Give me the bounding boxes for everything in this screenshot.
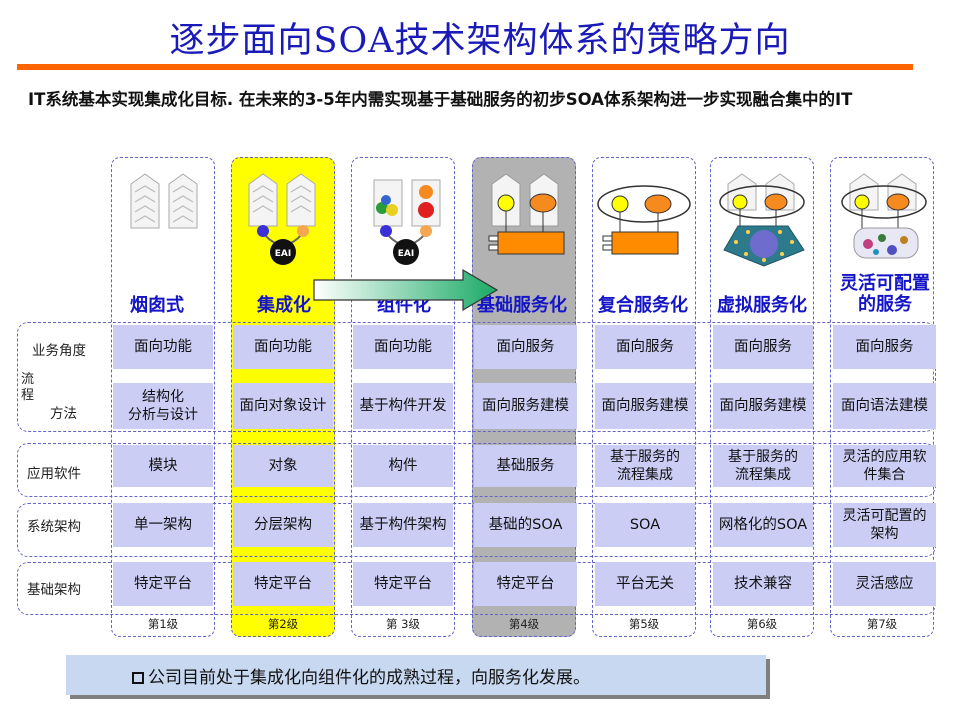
cell-c4-system: 基础的SOA xyxy=(474,503,577,547)
cell-c4-method: 面向服务建模 xyxy=(474,383,577,429)
row-label-infra-arch: 基础架构 xyxy=(27,578,81,598)
cell-c1-method: 结构化 分析与设计 xyxy=(113,383,213,429)
cell-c6-business: 面向服务 xyxy=(713,325,813,369)
level-label-4: 第4级 xyxy=(472,616,576,632)
cell-c5-infra: 平台无关 xyxy=(595,562,695,606)
eai-label: EAI xyxy=(398,249,414,259)
building-icon xyxy=(127,170,207,230)
cell-c2-business: 面向功能 xyxy=(233,325,333,369)
level-label-3: 第 3级 xyxy=(351,616,455,632)
flexible-service-icon xyxy=(840,170,930,266)
column-header-5: 复合服务化 xyxy=(583,295,703,316)
column-header-1: 烟囱式 xyxy=(97,295,217,316)
title-divider xyxy=(17,64,913,70)
cell-c4-software: 基础服务 xyxy=(474,445,577,487)
service-bar-icon xyxy=(486,170,570,260)
row-label-method: 方法 xyxy=(50,402,77,422)
summary-note: 公司目前处于集成化向组件化的成熟过程，向服务化发展。 xyxy=(66,655,766,695)
row-label-software: 应用软件 xyxy=(27,462,81,482)
component-icon: EAI xyxy=(368,170,448,270)
cell-c1-software: 模块 xyxy=(113,445,213,487)
column-header-7: 灵活可配置 的服务 xyxy=(825,273,945,315)
cell-c7-software: 灵活的应用软 件集合 xyxy=(833,445,936,487)
cell-c7-system: 灵活可配置的 架构 xyxy=(833,503,936,547)
service-node-icon xyxy=(596,172,692,260)
row-label-system-arch: 系统架构 xyxy=(27,515,81,535)
cell-c2-infra: 特定平台 xyxy=(233,562,333,606)
row-label-process: 流程 xyxy=(21,372,35,404)
page-title: 逐步面向SOA技术架构体系的策略方向 xyxy=(0,12,960,63)
cell-c6-system: 网格化的SOA xyxy=(713,503,813,547)
cell-c5-method: 面向服务建模 xyxy=(595,383,695,429)
column-header-6: 虚拟服务化 xyxy=(702,295,822,316)
level-label-2: 第2级 xyxy=(231,616,335,632)
cell-c3-method: 基于构件开发 xyxy=(353,383,453,429)
cell-c1-business: 面向功能 xyxy=(113,325,213,369)
cell-c2-method: 面向对象设计 xyxy=(233,383,333,429)
cell-c5-software: 基于服务的 流程集成 xyxy=(595,445,695,487)
grid-globe-icon xyxy=(718,170,808,268)
cell-c3-software: 构件 xyxy=(353,445,453,487)
summary-note-text: 公司目前处于集成化向组件化的成熟过程，向服务化发展。 xyxy=(148,668,590,688)
cell-c6-method: 面向服务建模 xyxy=(713,383,813,429)
level-label-7: 第7级 xyxy=(830,616,934,632)
cell-c4-infra: 特定平台 xyxy=(474,562,577,606)
cell-c5-system: SOA xyxy=(595,503,695,547)
cell-c3-business: 面向功能 xyxy=(353,325,453,369)
level-label-6: 第6级 xyxy=(710,616,814,632)
row-label-business: 业务角度 xyxy=(32,339,86,359)
cell-c3-infra: 特定平台 xyxy=(353,562,453,606)
cell-c2-system: 分层架构 xyxy=(233,503,333,547)
subtitle: IT系统基本实现集成化目标. 在未来的3-5年内需实现基于基础服务的初步SOA体… xyxy=(28,88,938,111)
arrow-right-icon xyxy=(313,268,499,312)
cell-c7-infra: 灵活感应 xyxy=(833,562,936,606)
level-label-1: 第1级 xyxy=(111,616,215,632)
level-label-5: 第5级 xyxy=(592,616,696,632)
cell-c7-method: 面向语法建模 xyxy=(833,383,936,429)
checkbox-icon xyxy=(132,672,144,684)
cell-c4-business: 面向服务 xyxy=(474,325,577,369)
cell-c1-system: 单一架构 xyxy=(113,503,213,547)
cell-c2-software: 对象 xyxy=(233,445,333,487)
cell-c6-infra: 技术兼容 xyxy=(713,562,813,606)
cell-c3-system: 基于构件架构 xyxy=(353,503,453,547)
eai-bus-icon: EAI xyxy=(245,170,325,270)
cell-c7-business: 面向服务 xyxy=(833,325,936,369)
cell-c6-software: 基于服务的 流程集成 xyxy=(713,445,813,487)
eai-label: EAI xyxy=(275,249,291,259)
cell-c5-business: 面向服务 xyxy=(595,325,695,369)
cell-c1-infra: 特定平台 xyxy=(113,562,213,606)
